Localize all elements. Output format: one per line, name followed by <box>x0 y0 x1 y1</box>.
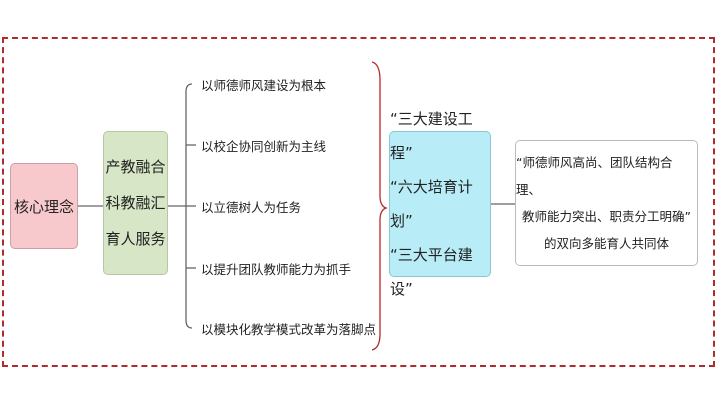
integration-box: 产教融合 科教融汇 育人服务 <box>103 131 168 275</box>
result-box: “师德师风高尚、团队结构合理、 教师能力突出、职责分工明确” 的双向多能育人共同… <box>515 140 698 266</box>
result-line-2: 教师能力突出、职责分工明确” <box>522 209 691 224</box>
brace-right <box>371 61 389 351</box>
result-line-3: 的双向多能育人共同体 <box>543 236 669 251</box>
program-line-2: “六大培育计划” <box>390 178 473 230</box>
dashed-frame <box>2 37 715 367</box>
integration-line-2: 科教融汇 <box>105 194 166 212</box>
integration-line-1: 产教融合 <box>105 158 166 176</box>
three-programs-box: “三大建设工程” “六大培育计划” “三大平台建设” <box>389 110 491 298</box>
branch-item-1: 以师德师风建设为根本 <box>201 78 327 93</box>
program-line-1: “三大建设工程” <box>390 110 473 162</box>
branch-item-3: 以立德树人为任务 <box>201 200 302 215</box>
branch-item-5: 以模块化教学模式改革为落脚点 <box>201 322 377 337</box>
core-concept-box: 核心理念 <box>10 163 78 249</box>
core-concept-label: 核心理念 <box>13 197 74 216</box>
result-line-1: “师德师风高尚、团队结构合理、 <box>516 155 673 197</box>
program-line-3: “三大平台建设” <box>390 246 473 298</box>
branch-item-2: 以校企协同创新为主线 <box>201 139 327 154</box>
branch-item-4: 以提升团队教师能力为抓手 <box>201 262 352 277</box>
integration-line-3: 育人服务 <box>105 230 166 248</box>
